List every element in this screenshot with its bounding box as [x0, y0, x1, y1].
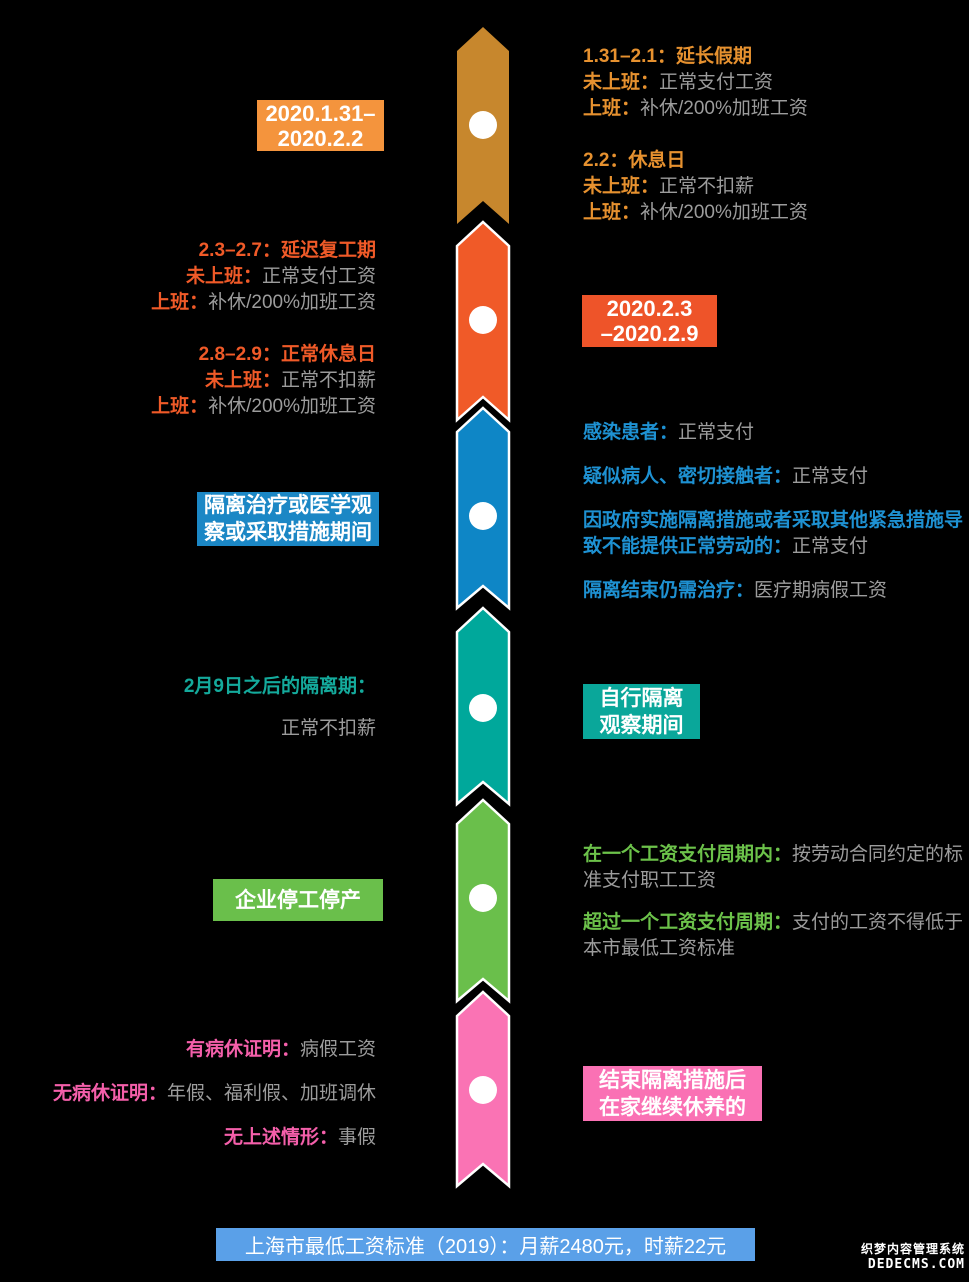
rule-value: 病假工资 [299, 1039, 376, 1060]
section4-topic-badge-text: 自行隔离 观察期间 [599, 686, 684, 737]
section2-group-2: 2.8–2.9：正常休息日 未上班：正常不扣薪 上班：补休/200%加班工资 [151, 342, 376, 420]
section1-details: 1.31–2.1：延长假期 未上班：正常支付工资 上班：补休/200%加班工资 … [583, 44, 965, 226]
rule-key: 隔离结束仍需治疗： [583, 580, 755, 601]
rule-value: 补休/200%加班工资 [208, 396, 376, 417]
section6-details: 有病休证明：病假工资 无病休证明：年假、福利假、加班调休 无上述情形：事假 [53, 1037, 376, 1169]
rule-row: 上班：补休/200%加班工资 [151, 394, 376, 420]
section4-details: 2月9日之后的隔离期： 正常不扣薪 [184, 674, 376, 742]
section4-heading: 2月9日之后的隔离期： [183, 676, 376, 697]
rule-key: 感染患者： [583, 422, 679, 443]
rule-row: 超过一个工资支付周期：支付的工资不得低于本市最低工资标准 [583, 910, 965, 962]
rule-value: 正常支付工资 [659, 72, 774, 93]
rule-row: 在一个工资支付周期内：按劳动合同约定的标准支付职工工资 [583, 842, 965, 894]
rule-value: 正常支付 [792, 536, 869, 557]
rule-value: 正常支付工资 [261, 266, 376, 287]
rule-row: 上班：补休/200%加班工资 [583, 96, 965, 122]
rule-row: 上班：补休/200%加班工资 [151, 290, 376, 316]
rule-value: 补休/200%加班工资 [640, 98, 808, 119]
rule-key: 上班： [151, 396, 209, 417]
section5-topic-badge: 企业停工停产 [213, 879, 383, 921]
timeline-node-6 [469, 1076, 497, 1104]
section4-topic-badge: 自行隔离 观察期间 [583, 684, 700, 739]
watermark: 织梦内容管理系统 DEDECMS.COM [861, 1242, 965, 1272]
rule-key: 上班： [151, 292, 209, 313]
rule-key: 超过一个工资支付周期： [583, 912, 793, 933]
footer-minimum-wage-bar: 上海市最低工资标准（2019）：月薪2480元，时薪22元 [216, 1228, 755, 1261]
rule-key: 无病休证明： [52, 1083, 167, 1104]
rule-row: 隔离结束仍需治疗：医疗期病假工资 [583, 578, 965, 604]
rule-key: 上班： [583, 202, 641, 223]
section6-topic-badge-text: 结束隔离措施后 在家继续休养的 [599, 1068, 746, 1119]
section1-date-badge: 2020.1.31– 2020.2.2 [257, 100, 384, 151]
rule-value: 医疗期病假工资 [754, 580, 888, 601]
rule-row: 无上述情形：事假 [53, 1125, 376, 1151]
section3-details: 感染患者：正常支付 疑似病人、密切接触者：正常支付 因政府实施隔离措施或者采取其… [583, 420, 965, 622]
section1-group2-heading: 2.2：休息日 [583, 150, 686, 171]
rule-row: 疑似病人、密切接触者：正常支付 [583, 464, 965, 490]
rule-row: 无病休证明：年假、福利假、加班调休 [53, 1081, 376, 1107]
rule-key: 未上班： [583, 176, 660, 197]
rule-key: 在一个工资支付周期内： [583, 844, 793, 865]
timeline-node-3 [469, 502, 497, 530]
rule-row: 因政府实施隔离措施或者采取其他紧急措施导致不能提供正常劳动的：正常支付 [583, 508, 965, 560]
section4-value: 正常不扣薪 [280, 718, 376, 739]
rule-value: 正常支付 [678, 422, 755, 443]
section2-group2-heading: 2.8–2.9：正常休息日 [198, 344, 376, 365]
watermark-en-text: DEDECMS.COM [867, 1257, 965, 1272]
rule-value: 正常支付 [792, 466, 869, 487]
timeline-node-2 [469, 306, 497, 334]
rule-row: 未上班：正常支付工资 [583, 70, 965, 96]
rule-value: 补休/200%加班工资 [640, 202, 808, 223]
footer-minimum-wage-text: 上海市最低工资标准（2019）：月薪2480元，时薪22元 [244, 1236, 727, 1258]
section3-topic-badge-text: 隔离治疗或医学观 察或采取措施期间 [204, 494, 372, 544]
section5-topic-badge-text: 企业停工停产 [235, 888, 361, 912]
rule-value: 正常不扣薪 [659, 176, 755, 197]
rule-row: 未上班：正常不扣薪 [151, 368, 376, 394]
section2-group-1: 2.3–2.7：延迟复工期 未上班：正常支付工资 上班：补休/200%加班工资 [151, 238, 376, 316]
section5-details: 在一个工资支付周期内：按劳动合同约定的标准支付职工工资 超过一个工资支付周期：支… [583, 842, 965, 978]
section1-group-2: 2.2：休息日 未上班：正常不扣薪 上班：补休/200%加班工资 [583, 148, 965, 226]
rule-value: 事假 [337, 1127, 376, 1148]
rule-row: 感染患者：正常支付 [583, 420, 965, 446]
rule-key: 无上述情形： [223, 1127, 338, 1148]
rule-key: 疑似病人、密切接触者： [583, 466, 793, 487]
rule-row: 有病休证明：病假工资 [53, 1037, 376, 1063]
rule-key: 上班： [583, 98, 641, 119]
section1-group1-heading: 1.31–2.1：延长假期 [583, 46, 752, 67]
section2-date-badge-text: 2020.2.3 –2020.2.9 [600, 296, 699, 346]
rule-key: 未上班： [204, 370, 281, 391]
watermark-cn-text: 织梦内容管理系统 [860, 1242, 965, 1256]
rule-row: 未上班：正常不扣薪 [583, 174, 965, 200]
section1-date-badge-text: 2020.1.31– 2020.2.2 [265, 100, 376, 151]
rule-key: 未上班： [185, 266, 262, 287]
timeline-node-4 [469, 694, 497, 722]
timeline-node-5 [469, 884, 497, 912]
section6-topic-badge: 结束隔离措施后 在家继续休养的 [583, 1066, 762, 1121]
rule-value: 按劳动合同约定的标准支付职工工资 [583, 844, 964, 891]
rule-value: 正常不扣薪 [280, 370, 376, 391]
section2-group1-heading: 2.3–2.7：延迟复工期 [198, 240, 376, 261]
rule-key: 未上班： [583, 72, 660, 93]
rule-key: 因政府实施隔离措施或者采取其他紧急措施导致不能提供正常劳动的： [583, 510, 964, 557]
section2-details: 2.3–2.7：延迟复工期 未上班：正常支付工资 上班：补休/200%加班工资 … [151, 238, 376, 420]
rule-row: 上班：补休/200%加班工资 [583, 200, 965, 226]
rule-row: 未上班：正常支付工资 [151, 264, 376, 290]
section1-group-1: 1.31–2.1：延长假期 未上班：正常支付工资 上班：补休/200%加班工资 [583, 44, 965, 122]
section3-topic-badge: 隔离治疗或医学观 察或采取措施期间 [197, 492, 379, 546]
section2-date-badge: 2020.2.3 –2020.2.9 [582, 295, 717, 347]
rule-value: 支付的工资不得低于本市最低工资标准 [583, 912, 964, 959]
rule-value: 补休/200%加班工资 [208, 292, 376, 313]
timeline-node-1 [469, 111, 497, 139]
rule-key: 有病休证明： [185, 1039, 300, 1060]
rule-value: 年假、福利假、加班调休 [166, 1083, 376, 1104]
